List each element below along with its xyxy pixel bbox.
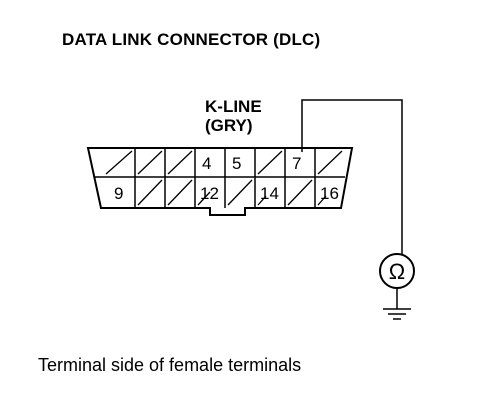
k-line-label-color: (GRY) — [205, 116, 253, 135]
terminal-label-5: 5 — [232, 154, 241, 173]
terminal-label-7: 7 — [292, 154, 301, 173]
diagram-title: DATA LINK CONNECTOR (DLC) — [62, 30, 321, 49]
ground-icon — [383, 288, 411, 320]
terminal-label-9: 9 — [114, 184, 123, 203]
k-line-label: K-LINE (GRY) — [205, 97, 262, 135]
bottom-row-dividers — [134, 177, 316, 208]
terminal-label-16: 16 — [320, 184, 339, 203]
terminal-label-4: 4 — [202, 154, 211, 173]
terminal-label-12: 12 — [200, 184, 219, 203]
connector-outline — [86, 147, 354, 216]
test-lead-wire — [301, 99, 403, 255]
diagram-caption: Terminal side of female terminals — [38, 355, 302, 375]
k-line-label-name: K-LINE — [205, 97, 262, 116]
top-row-dividers — [134, 148, 316, 177]
unused-terminal-marks — [105, 150, 343, 206]
ohmmeter-symbol: Ω — [389, 259, 405, 284]
terminal-label-14: 14 — [260, 184, 279, 203]
